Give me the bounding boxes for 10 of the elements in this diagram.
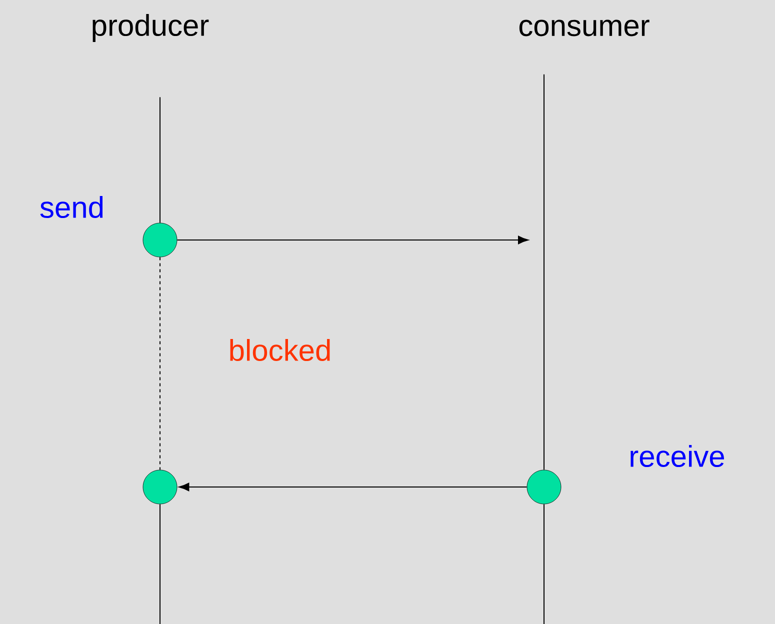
event-label: send	[40, 196, 103, 218]
event-dot	[142, 222, 178, 258]
event-label: receive	[630, 445, 724, 468]
edge-label: blocked	[230, 339, 330, 362]
event-dot	[526, 470, 562, 504]
event-dot	[142, 470, 178, 504]
lifeline-title: producer	[92, 14, 209, 42]
arrow	[178, 482, 528, 492]
arrow	[176, 236, 528, 244]
lifeline-title: consumer	[519, 20, 650, 36]
